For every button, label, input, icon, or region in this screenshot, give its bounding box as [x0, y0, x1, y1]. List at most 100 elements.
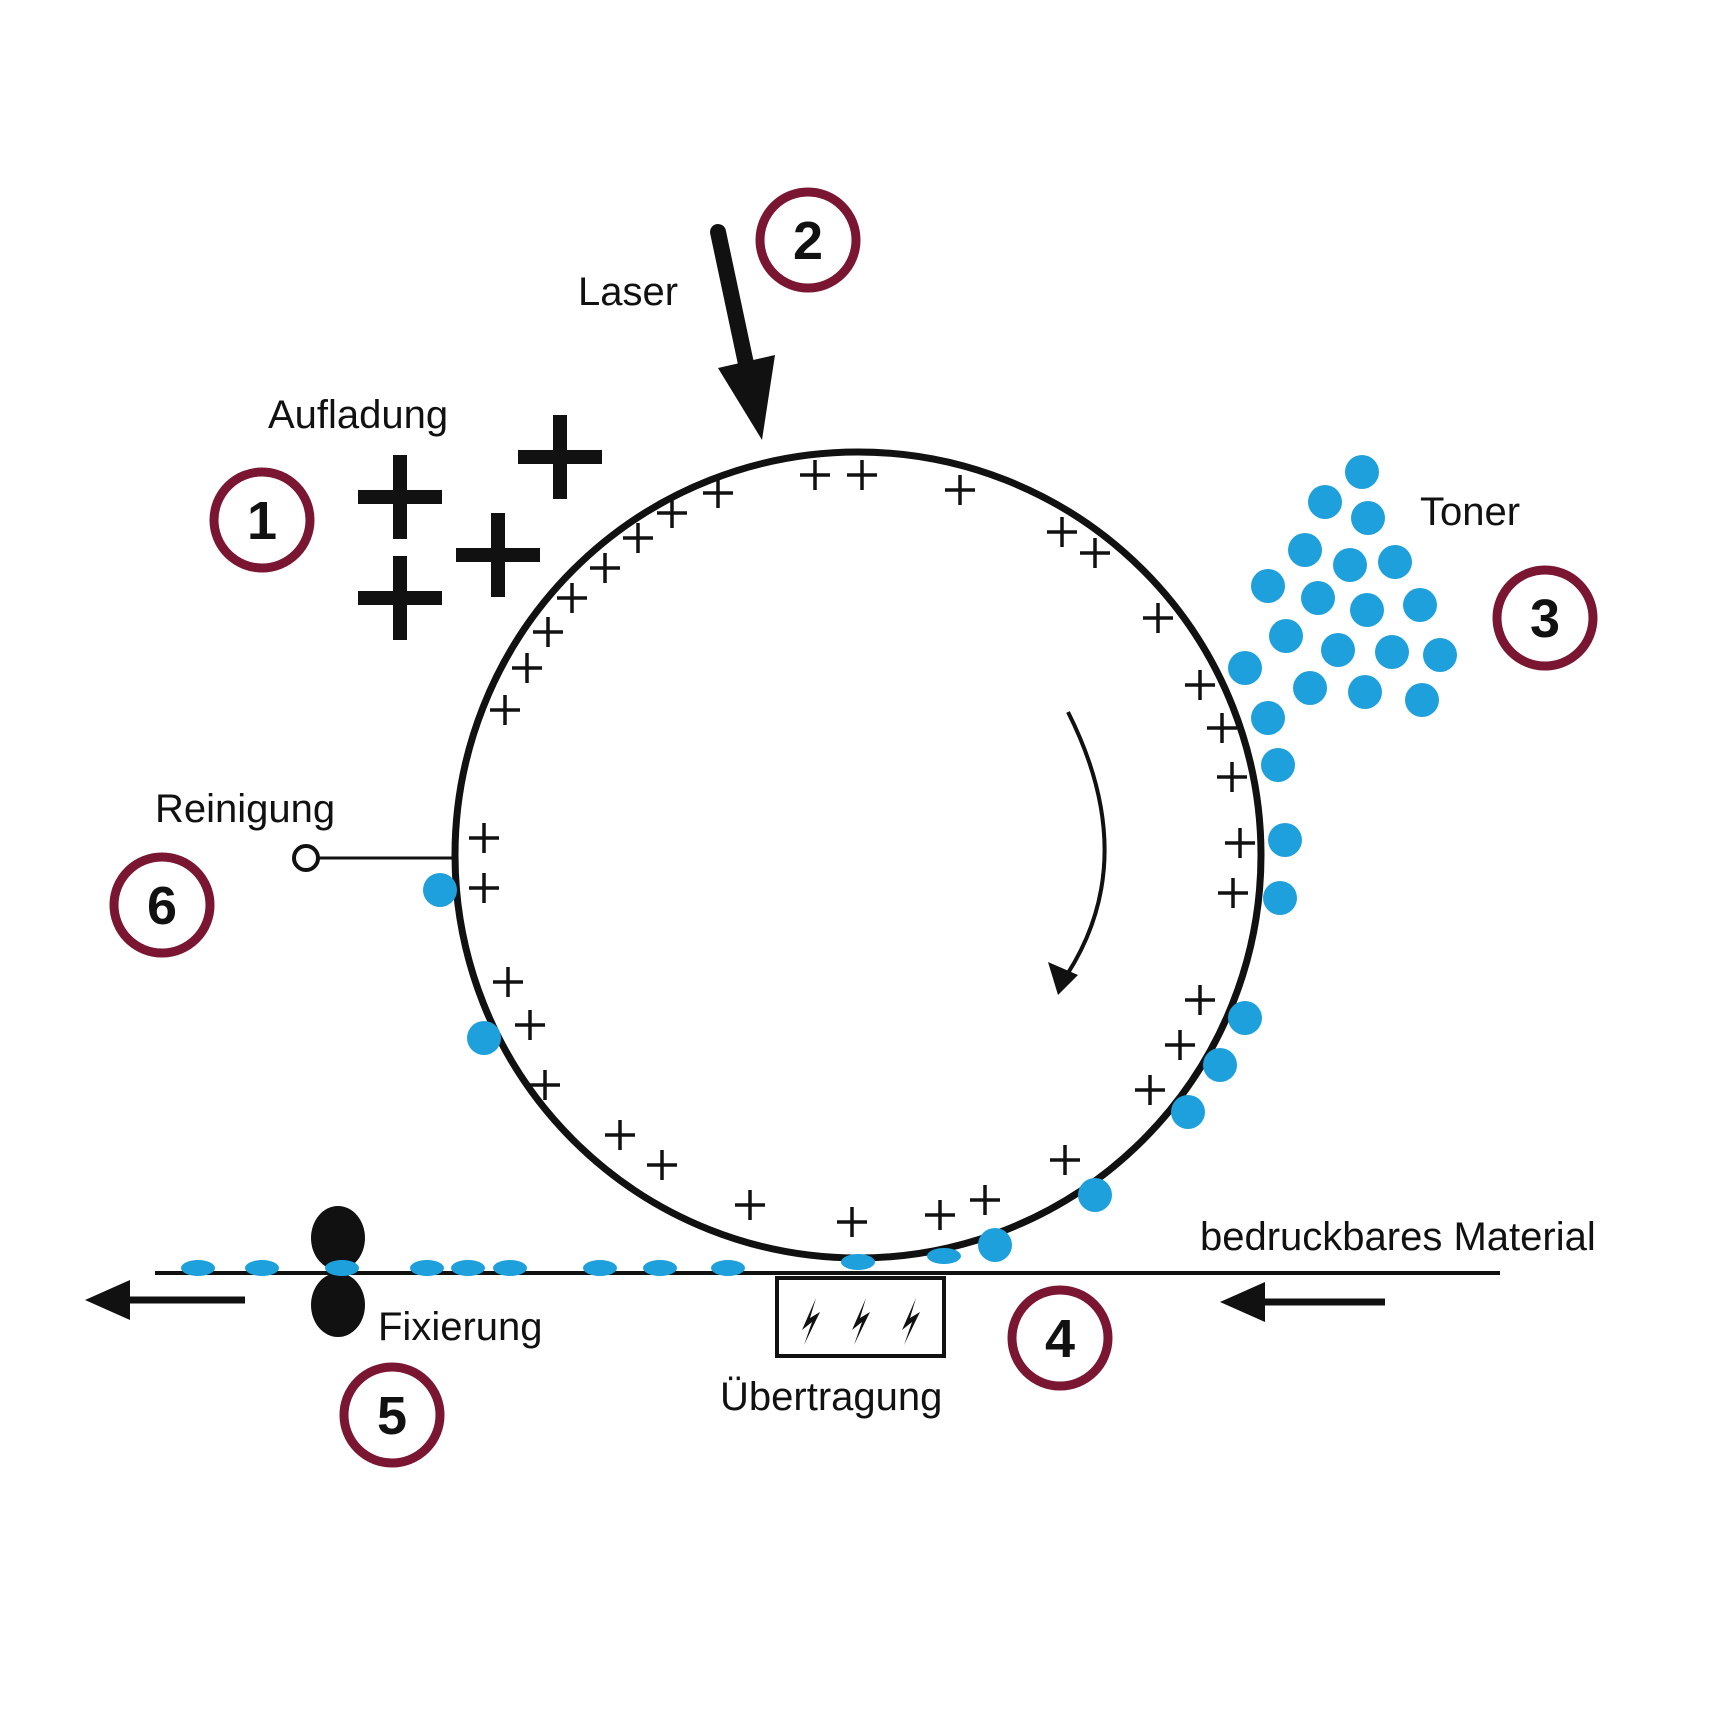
charge-sign-icon: [800, 460, 830, 490]
drum-circle: [451, 448, 1265, 1262]
charge-sign-icon: [847, 460, 877, 490]
fused-toner-group: [181, 1248, 961, 1276]
fused-toner-icon: [325, 1260, 359, 1276]
charging-sign-icon: [518, 415, 602, 499]
charge-sign-icon: [469, 823, 499, 853]
toner-particle-icon: [467, 1021, 501, 1055]
step-badge-transfer: 4: [1007, 1285, 1113, 1391]
fused-toner-icon: [643, 1260, 677, 1276]
label-transfer: Übertragung: [720, 1375, 942, 1419]
toner-particle-icon: [1228, 1001, 1262, 1035]
toner-particle-icon: [1301, 581, 1335, 615]
step-badge-fusing: 5: [339, 1362, 445, 1468]
lightning-icon: [802, 1298, 820, 1345]
lightning-icon: [902, 1298, 920, 1345]
charge-signs-group: [469, 460, 1255, 1237]
toner-particle-icon: [1321, 633, 1355, 667]
charge-sign-icon: [590, 553, 620, 583]
charge-sign-icon: [530, 1070, 560, 1100]
step-number: 4: [1045, 1309, 1075, 1369]
step-badge-ring: [339, 1362, 445, 1468]
toner-particles-group: [423, 455, 1457, 1262]
step-number: 1: [247, 491, 277, 551]
charge-sign-icon: [945, 475, 975, 505]
fuser-roller-top-icon: [311, 1206, 365, 1270]
label-toner: Toner: [1420, 490, 1520, 534]
label-media: bedruckbares Material: [1200, 1215, 1596, 1259]
toner-particle-icon: [1405, 683, 1439, 717]
toner-particle-icon: [1203, 1048, 1237, 1082]
charging-sign-icon: [358, 455, 442, 539]
charge-sign-icon: [703, 478, 733, 508]
laser-arrowhead-icon: [718, 355, 775, 440]
label-cleaning: Reinigung: [155, 787, 335, 831]
toner-particle-icon: [1078, 1178, 1112, 1212]
charge-sign-icon: [1185, 985, 1215, 1015]
input-arrowhead-icon: [1220, 1282, 1265, 1322]
toner-particle-icon: [1263, 881, 1297, 915]
toner-particle-icon: [1269, 619, 1303, 653]
fuser-roller-bottom-icon: [311, 1273, 365, 1337]
step-badge-toner: 3: [1492, 565, 1598, 671]
charge-sign-icon: [1143, 603, 1173, 633]
charge-sign-icon: [623, 523, 653, 553]
toner-particle-icon: [1293, 671, 1327, 705]
transfer-unit-box: [775, 1276, 946, 1358]
fused-toner-icon: [711, 1260, 745, 1276]
step-badge-charging: 1: [209, 467, 315, 573]
fused-toner-icon: [410, 1260, 444, 1276]
fused-toner-icon: [451, 1260, 485, 1276]
charge-sign-icon: [1225, 828, 1255, 858]
step-badge-ring: [1492, 565, 1598, 671]
charge-sign-icon: [657, 498, 687, 528]
charging-sign-icon: [358, 556, 442, 640]
toner-particle-icon: [423, 873, 457, 907]
step-badge-ring: [1007, 1285, 1113, 1391]
charging-signs-group: [358, 415, 602, 640]
step-number: 5: [377, 1386, 407, 1446]
toner-particle-icon: [1268, 823, 1302, 857]
charge-sign-icon: [533, 617, 563, 647]
toner-particle-icon: [1348, 675, 1382, 709]
toner-particle-icon: [1351, 501, 1385, 535]
charge-sign-icon: [557, 583, 587, 613]
toner-particle-icon: [1261, 748, 1295, 782]
charge-sign-icon: [837, 1207, 867, 1237]
step-badge-laser: 2: [755, 187, 861, 293]
toner-particle-icon: [1288, 533, 1322, 567]
charge-sign-icon: [469, 873, 499, 903]
toner-particle-icon: [1251, 701, 1285, 735]
charge-sign-icon: [1185, 670, 1215, 700]
toner-particle-icon: [1345, 455, 1379, 489]
step-number: 6: [147, 876, 177, 936]
charge-sign-icon: [1135, 1075, 1165, 1105]
charge-sign-icon: [1207, 713, 1237, 743]
charge-sign-icon: [647, 1150, 677, 1180]
toner-particle-icon: [1228, 651, 1262, 685]
toner-particle-icon: [978, 1228, 1012, 1262]
step-badge-ring: [755, 187, 861, 293]
charge-sign-icon: [512, 653, 542, 683]
toner-particle-icon: [1378, 545, 1412, 579]
charge-sign-icon: [515, 1010, 545, 1040]
toner-particle-icon: [1375, 635, 1409, 669]
fused-toner-icon: [493, 1260, 527, 1276]
toner-particle-icon: [1251, 569, 1285, 603]
charge-sign-icon: [1218, 878, 1248, 908]
charging-sign-icon: [456, 513, 540, 597]
step-badges-group: 1 2 3 4 5 6: [109, 187, 1598, 1468]
rotation-arrow-icon: [1058, 711, 1107, 987]
step-badge-ring: [209, 467, 315, 573]
charge-sign-icon: [735, 1190, 765, 1220]
charge-sign-icon: [1165, 1030, 1195, 1060]
step-badge-ring: [109, 852, 215, 958]
fused-toner-icon: [245, 1260, 279, 1276]
label-laser: Laser: [578, 270, 678, 314]
toner-particle-icon: [1171, 1095, 1205, 1129]
lightning-icon: [852, 1298, 870, 1345]
output-arrowhead-icon: [85, 1280, 130, 1320]
toner-particle-icon: [1350, 593, 1384, 627]
charge-sign-icon: [605, 1120, 635, 1150]
